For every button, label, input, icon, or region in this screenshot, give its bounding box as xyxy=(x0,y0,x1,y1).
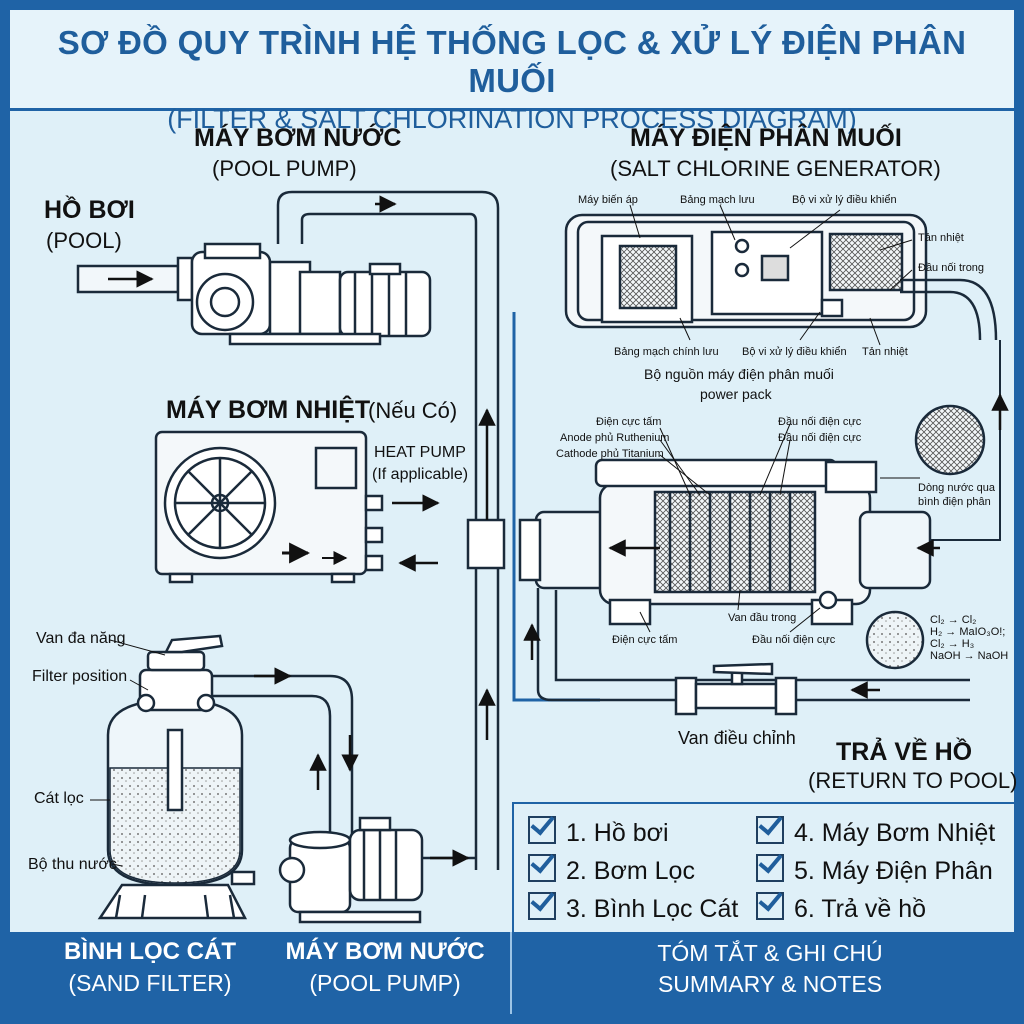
chem-reaction-2: H₂ → MaIO₃O!; xyxy=(930,626,1006,638)
power-pack-en-label: power pack xyxy=(700,386,772,402)
heatsink-top-label: Tản nhiệt xyxy=(918,232,964,244)
footer-summary-notes: TÓM TẮT & GHI CHÚ SUMMARY & NOTES xyxy=(657,940,883,997)
flow-note-line-1: Dòng nước qua xyxy=(918,482,995,494)
controller-label: Bộ vi xử lý điều khiển xyxy=(792,194,897,206)
filter-position-label: Filter position xyxy=(32,668,128,685)
check-icon xyxy=(756,854,784,882)
return-pool-subtitle: (RETURN TO POOL) xyxy=(808,768,1018,793)
control-cable xyxy=(900,290,982,341)
sand-filter-tank xyxy=(97,634,256,920)
title-vietnamese: SƠ ĐỒ QUY TRÌNH HỆ THỐNG LỌC & XỬ LÝ ĐIỆ… xyxy=(57,24,967,99)
heat-pump-unit xyxy=(154,430,384,584)
electrolytic-cell xyxy=(518,458,932,626)
electrode-terminal-bottom-label: Đầu nối điện cực xyxy=(752,634,836,646)
adjust-valve-body xyxy=(674,662,798,716)
check-icon xyxy=(528,854,556,882)
bottom-pool-pump xyxy=(278,816,424,924)
inner-valve-label: Van đầu trong xyxy=(728,612,797,624)
flow-note-line-2: bình điện phân xyxy=(918,496,991,508)
chem-reaction-3: Cl₂ → H₃ xyxy=(930,638,975,650)
check-icon xyxy=(528,816,556,844)
summary-item-1: 1. Hồ bơi xyxy=(528,816,669,848)
controller-bottom-label: Bộ vi xử lý điều khiển xyxy=(742,346,847,358)
heat-pump-en: HEAT PUMP xyxy=(374,444,466,461)
footer-banner: BÌNH LỌC CÁT (SAND FILTER) MÁY BƠM NƯỚC … xyxy=(10,932,1014,1014)
summary-checklist: 1. Hồ bơi 2. Bơm Lọc 3. Bình Lọc Cát 4. … xyxy=(512,802,1014,934)
chlorinator-subtitle: (SALT CHLORINE GENERATOR) xyxy=(610,156,941,181)
summary-item-4: 4. Máy Bơm Nhiệt xyxy=(756,816,995,848)
plate-electrode-bottom-label: Điện cực tấm xyxy=(612,634,678,646)
connector-top-label: Đầu nối trong xyxy=(918,262,985,274)
footer-pool-pump: MÁY BƠM NƯỚC (POOL PUMP) xyxy=(285,938,485,996)
adjust-valve-label: Van điều chỉnh xyxy=(678,728,796,748)
footer-sand-filter: BÌNH LỌC CÁT (SAND FILTER) xyxy=(64,938,236,996)
title-english: (FILTER & SALT CHLORINATION PROCESS DIAG… xyxy=(167,104,857,134)
summary-item-6: 6. Trả về hồ xyxy=(756,892,926,924)
pump-discharge-pipe xyxy=(276,190,500,870)
filter-pipes xyxy=(212,674,354,840)
electrode-terminal-label-2: Đầu nối điện cực xyxy=(778,432,862,444)
anode-label: Anode phủ Ruthenium xyxy=(560,432,670,444)
check-icon xyxy=(756,892,784,920)
heatsink-bottom-label: Tản nhiệt xyxy=(862,346,908,358)
cathode-label: Cathode phủ Titanium xyxy=(556,448,664,460)
return-pipe xyxy=(536,588,970,702)
chem-reaction-4: NaOH → NaOH xyxy=(930,650,1009,662)
top-pump-title: MÁY BƠM NƯỚC xyxy=(194,124,402,152)
top-pump-subtitle: (POOL PUMP) xyxy=(212,156,357,181)
check-icon xyxy=(756,816,784,844)
water-collector-label: Bộ thu nước xyxy=(28,856,117,873)
chlorinator-title: MÁY ĐIỆN PHÂN MUỐI xyxy=(630,124,902,152)
summary-item-5: 5. Máy Điện Phân xyxy=(756,854,993,886)
power-pack-label: Bộ nguồn máy điện phân muối xyxy=(644,366,834,382)
control-box xyxy=(564,213,928,329)
heat-pump-note: (Nếu Có) xyxy=(368,398,458,423)
main-board-label: Bảng mạch chính lưu xyxy=(614,346,719,358)
summary-item-2: 2. Bơm Lọc xyxy=(528,854,695,886)
electrode-terminal-label-1: Đầu nối điện cực xyxy=(778,416,862,428)
title-banner: SƠ ĐỒ QUY TRÌNH HỆ THỐNG LỌC & XỬ LÝ ĐIỆ… xyxy=(10,10,1014,134)
footer-divider xyxy=(510,932,512,1014)
summary-item-3: 3. Bình Lọc Cát xyxy=(528,892,738,924)
pool-subtitle: (POOL) xyxy=(46,228,122,253)
transformer-label: Máy biến áp xyxy=(578,194,638,206)
chem-reaction-1: Cl₂ → Cl₂ xyxy=(930,614,977,626)
heat-pump-title: MÁY BƠM NHIỆT xyxy=(166,396,371,424)
return-pool-title: TRẢ VỀ HỒ xyxy=(836,738,973,766)
circuit-board-label: Bảng mạch lưu xyxy=(680,194,755,206)
multiport-valve-label: Van đa năng xyxy=(36,630,126,647)
heat-pump-applicable: (If applicable) xyxy=(372,466,469,483)
check-icon xyxy=(528,892,556,920)
plate-electrode-label: Điện cực tấm xyxy=(596,416,662,428)
filter-sand-label: Cát lọc xyxy=(34,790,84,807)
pipe-tee xyxy=(466,518,506,570)
cell-detail-magnifier xyxy=(914,404,986,476)
top-pool-pump xyxy=(176,242,432,346)
pool-title: HỒ BƠI xyxy=(44,196,135,224)
